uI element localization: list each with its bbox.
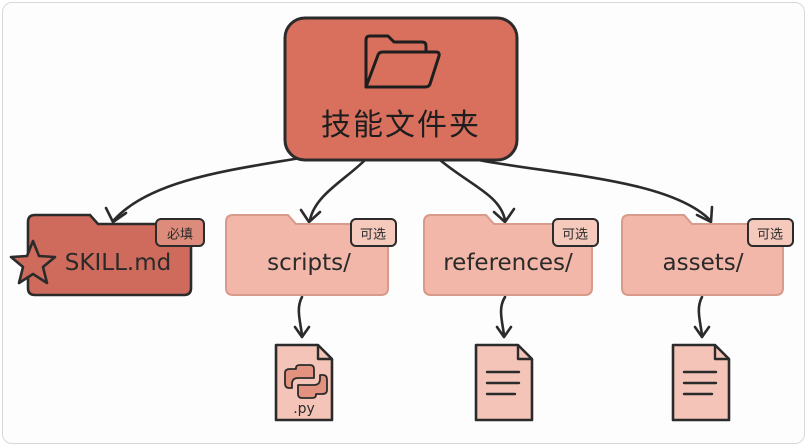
connector-to-assets xyxy=(476,158,712,222)
skill-badge-label: 必填 xyxy=(166,227,194,243)
arrowhead-scripts-file xyxy=(293,325,311,339)
python-file-label: .py xyxy=(293,401,315,417)
references-badge xyxy=(552,218,599,247)
connector-assets-file xyxy=(697,295,704,337)
assets-label: assets/ xyxy=(662,250,744,276)
assets-badge-label: 可选 xyxy=(756,227,784,243)
scripts-badge-label: 可选 xyxy=(359,227,387,243)
connector-references-file xyxy=(499,295,507,337)
skill-badge xyxy=(155,218,205,247)
root-label: 技能文件夹 xyxy=(321,108,481,143)
arrowhead-assets-file xyxy=(693,325,711,339)
scripts-label: scripts/ xyxy=(267,250,351,276)
document-icon xyxy=(474,343,534,422)
python-file-icon xyxy=(274,343,334,422)
connector-to-skill xyxy=(112,156,302,222)
arrowhead-assets xyxy=(695,205,714,224)
arrowhead-references xyxy=(492,207,516,224)
folder-icon xyxy=(364,34,441,89)
document-icon xyxy=(671,343,731,422)
assets-badge xyxy=(747,218,794,247)
star-icon xyxy=(9,239,57,285)
connectors xyxy=(104,156,714,339)
python-logo xyxy=(284,364,328,399)
arrowhead-scripts xyxy=(299,208,322,224)
connector-to-scripts xyxy=(308,158,367,222)
skill-label: SKILL.md xyxy=(64,250,172,276)
references-badge-label: 可选 xyxy=(561,227,589,243)
scripts-badge xyxy=(350,218,397,247)
arrowhead-references-file xyxy=(495,325,513,339)
connector-scripts-file xyxy=(297,295,304,337)
connector-to-references xyxy=(438,158,507,222)
root-node xyxy=(283,16,519,162)
references-label: references/ xyxy=(443,250,573,276)
arrowhead-skill xyxy=(104,206,128,224)
